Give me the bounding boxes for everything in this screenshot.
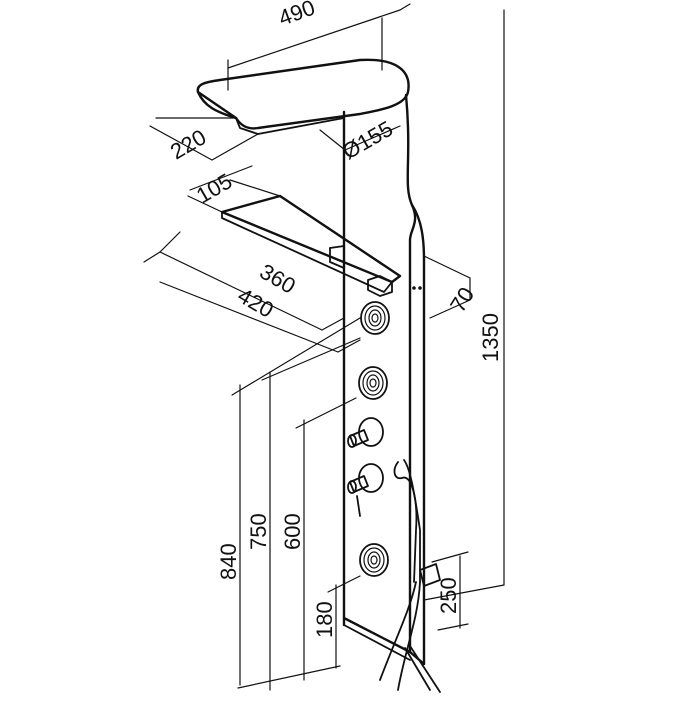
panel-body <box>342 93 426 666</box>
dim-label-jet-top-height: 840 <box>216 543 241 580</box>
dimension-lines <box>143 3 505 691</box>
dim-label-head-diameter: Ø155 <box>338 116 397 165</box>
dimension-labels: 490 220 Ø155 105 360 420 70 1350 840 750… <box>166 0 503 638</box>
body-jet-2 <box>358 366 388 400</box>
body-jet-3 <box>359 543 389 577</box>
hand-shower <box>379 459 441 693</box>
dim-label-side-offset: 70 <box>445 283 479 317</box>
panel-side-edge <box>410 203 426 666</box>
hose-connector <box>419 563 441 587</box>
shelf-holder <box>367 275 393 297</box>
dim-label-total-height: 1350 <box>478 313 503 362</box>
thermostat-knob <box>347 463 384 517</box>
dim-label-head-depth: 220 <box>166 124 210 164</box>
dim-label-top-width: 490 <box>275 0 318 31</box>
shower-head-top <box>196 58 410 130</box>
fixing-dot <box>418 286 422 290</box>
shelf-plate <box>220 194 402 284</box>
glass-shelf <box>220 194 402 297</box>
dim-label-hose-height: 250 <box>436 577 461 614</box>
rain-shower-head <box>196 58 410 135</box>
hand-shower-handle <box>393 461 418 583</box>
dim-label-jet-upper-height: 750 <box>246 513 271 550</box>
dim-label-jet-bottom-height: 180 <box>312 601 337 638</box>
fixing-dot <box>412 286 416 290</box>
dim-label-mixer-height: 600 <box>280 513 305 550</box>
diverter-knob <box>347 417 384 448</box>
shower-hose <box>379 581 417 681</box>
body-jet-1 <box>360 301 390 335</box>
